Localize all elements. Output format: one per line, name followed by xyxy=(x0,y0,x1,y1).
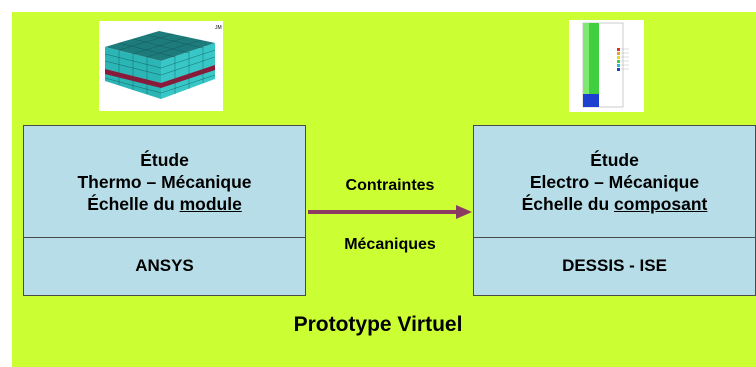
electro-mechanical-study-box: Étude Electro – Mécanique Échelle du com… xyxy=(473,125,756,296)
scale-underlined: composant xyxy=(614,193,708,214)
svg-text:JM: JM xyxy=(215,25,222,31)
right-arrow-icon xyxy=(308,205,472,219)
thermo-mechanical-study-box: Étude Thermo – Mécanique Échelle du modu… xyxy=(23,125,306,296)
study-label: Étude xyxy=(140,149,189,170)
thermo-mechanical-study-title: Étude Thermo – Mécanique Échelle du modu… xyxy=(24,126,305,238)
study-type-label: Thermo – Mécanique xyxy=(77,171,252,192)
scale-prefix: Échelle du xyxy=(87,193,180,214)
device-simulation-thumbnail xyxy=(569,20,644,112)
electro-mechanical-study-title: Étude Electro – Mécanique Échelle du com… xyxy=(474,126,755,238)
fem-mesh-thumbnail: JM xyxy=(99,21,223,111)
prototype-virtuel-caption: Prototype Virtuel xyxy=(293,313,463,336)
scale-prefix: Échelle du xyxy=(521,193,615,214)
arrow-label-top: Contraintes xyxy=(345,177,435,194)
study-label: Étude xyxy=(590,149,639,170)
tool-label-ansys: ANSYS xyxy=(135,256,194,275)
scale-underlined: module xyxy=(179,193,242,214)
scale-label: Échelle du module xyxy=(87,193,242,215)
study-type-label: Electro – Mécanique xyxy=(529,171,700,192)
tool-label-dessis-ise: DESSIS - ISE xyxy=(562,256,667,275)
scale-label: Échelle du composant xyxy=(522,193,708,215)
arrow-label-bottom: Mécaniques xyxy=(344,236,436,253)
